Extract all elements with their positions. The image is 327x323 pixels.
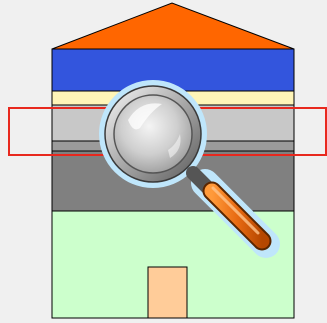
- door: [148, 267, 187, 318]
